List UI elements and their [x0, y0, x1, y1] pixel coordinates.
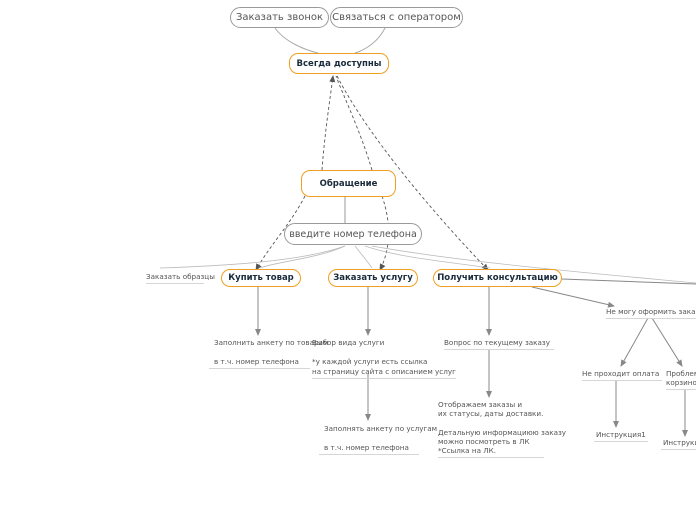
cart-problem-label-2: корзиной — [666, 378, 696, 390]
cart-problem-label-1: Проблем — [666, 369, 696, 378]
link-operator-always — [354, 27, 386, 54]
link-phone-consult — [364, 245, 491, 269]
dashed-appeal-always-left — [321, 75, 336, 171]
always-available-node[interactable]: Всегда доступны — [289, 53, 389, 74]
link-call-always — [274, 27, 319, 54]
dashed-appeal-always-right — [335, 75, 373, 171]
service-form-label-1: Заполнять анкету по услугам — [324, 424, 438, 433]
buy-form-label-2: в т.ч. номер телефона — [209, 357, 310, 369]
service-form-label-2: в т.ч. номер телефона — [319, 443, 419, 455]
dashed-appeal-buy — [255, 195, 306, 271]
service-choice-label-1: Выбор вида услуги — [312, 338, 385, 347]
order-info-label-4: можно посмотреть в ЛК — [438, 437, 530, 446]
order-info-label-2: их статусы, даты доставки. — [438, 409, 544, 418]
consult-node[interactable]: Получить консультацию — [433, 269, 562, 287]
order-info-label-1: Отображаем заказы и — [438, 400, 523, 409]
dashed-always-consult — [336, 75, 489, 271]
link-phone-buy — [259, 245, 346, 269]
link-phone-service — [354, 245, 373, 269]
link-phone-far — [371, 245, 696, 284]
instruction1-label: Инструкция1 — [594, 430, 648, 442]
arrow-cantorder-cart — [651, 317, 683, 367]
cant-order-label: Не могу оформить заказ — [606, 307, 696, 319]
service-choice-label-2: *у каждой услуги есть ссылка — [312, 357, 428, 366]
buy-form-label-1: Заполнить анкету по товарам — [214, 338, 329, 347]
appeal-node[interactable]: Обращение — [301, 170, 396, 197]
payment-fail-label: Не проходит оплата — [582, 369, 663, 381]
instruction2-label: Инструкц — [661, 438, 696, 450]
service-node[interactable]: Заказать услугу — [328, 269, 418, 287]
operator-button[interactable]: Связаться с оператором — [330, 7, 463, 28]
order-info-label-3: Детальную информациюю заказу — [438, 428, 567, 437]
call-button[interactable]: Заказать звонок — [230, 7, 329, 28]
link-phone-samples — [159, 245, 346, 269]
phone-input[interactable]: введите номер телефона — [284, 223, 422, 245]
samples-label[interactable]: Заказать образцы — [146, 272, 215, 284]
service-choice-label-3: на страницу сайта с описанием услуг — [312, 367, 456, 379]
order-question-label: Вопрос по текущему заказу — [444, 338, 555, 350]
arrow-cantorder-payment — [620, 317, 649, 367]
order-info-label-5: *Ссылка на ЛК. — [438, 446, 544, 458]
buy-node[interactable]: Купить товар — [221, 269, 301, 287]
link-consult-far — [561, 278, 696, 285]
arrow-consult-cantorder — [531, 286, 615, 308]
